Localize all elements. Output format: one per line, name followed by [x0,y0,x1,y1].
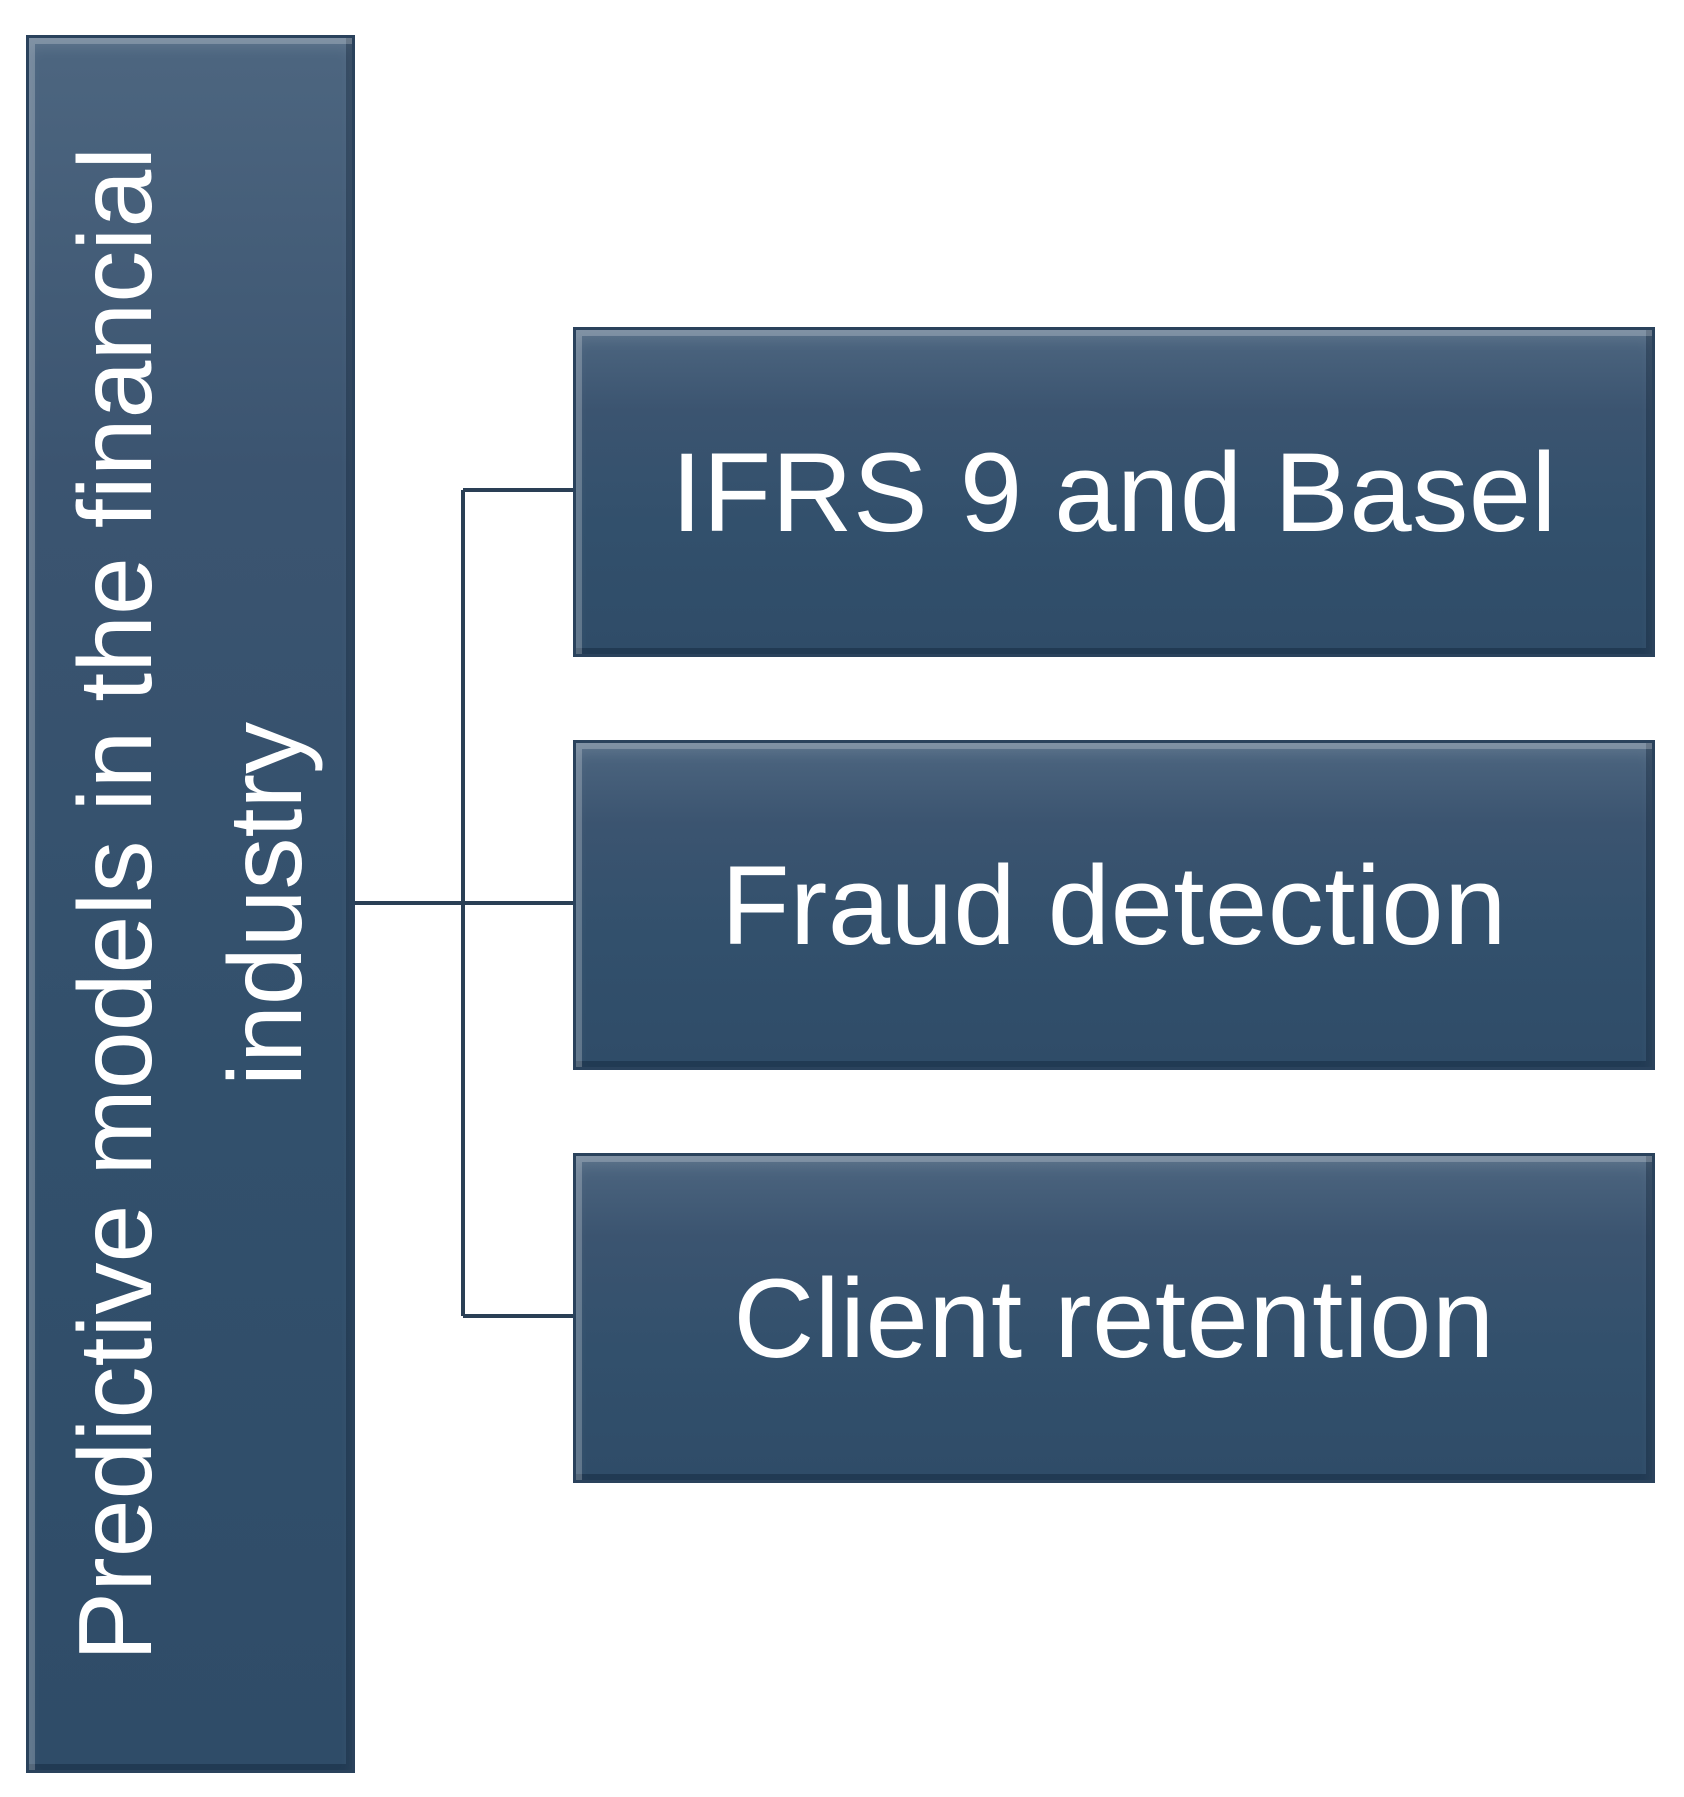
root-node: Predictive models in the financial indus… [26,35,355,1773]
child-node-fraud-detection: Fraud detection [573,740,1655,1070]
child-node-label: IFRS 9 and Basel [671,429,1557,555]
child-node-ifrs9-basel: IFRS 9 and Basel [573,327,1655,657]
child-node-client-retention: Client retention [573,1153,1655,1483]
child-node-label: Client retention [733,1255,1495,1381]
child-node-label: Fraud detection [721,842,1507,968]
root-node-label: Predictive models in the financial indus… [57,146,324,1662]
